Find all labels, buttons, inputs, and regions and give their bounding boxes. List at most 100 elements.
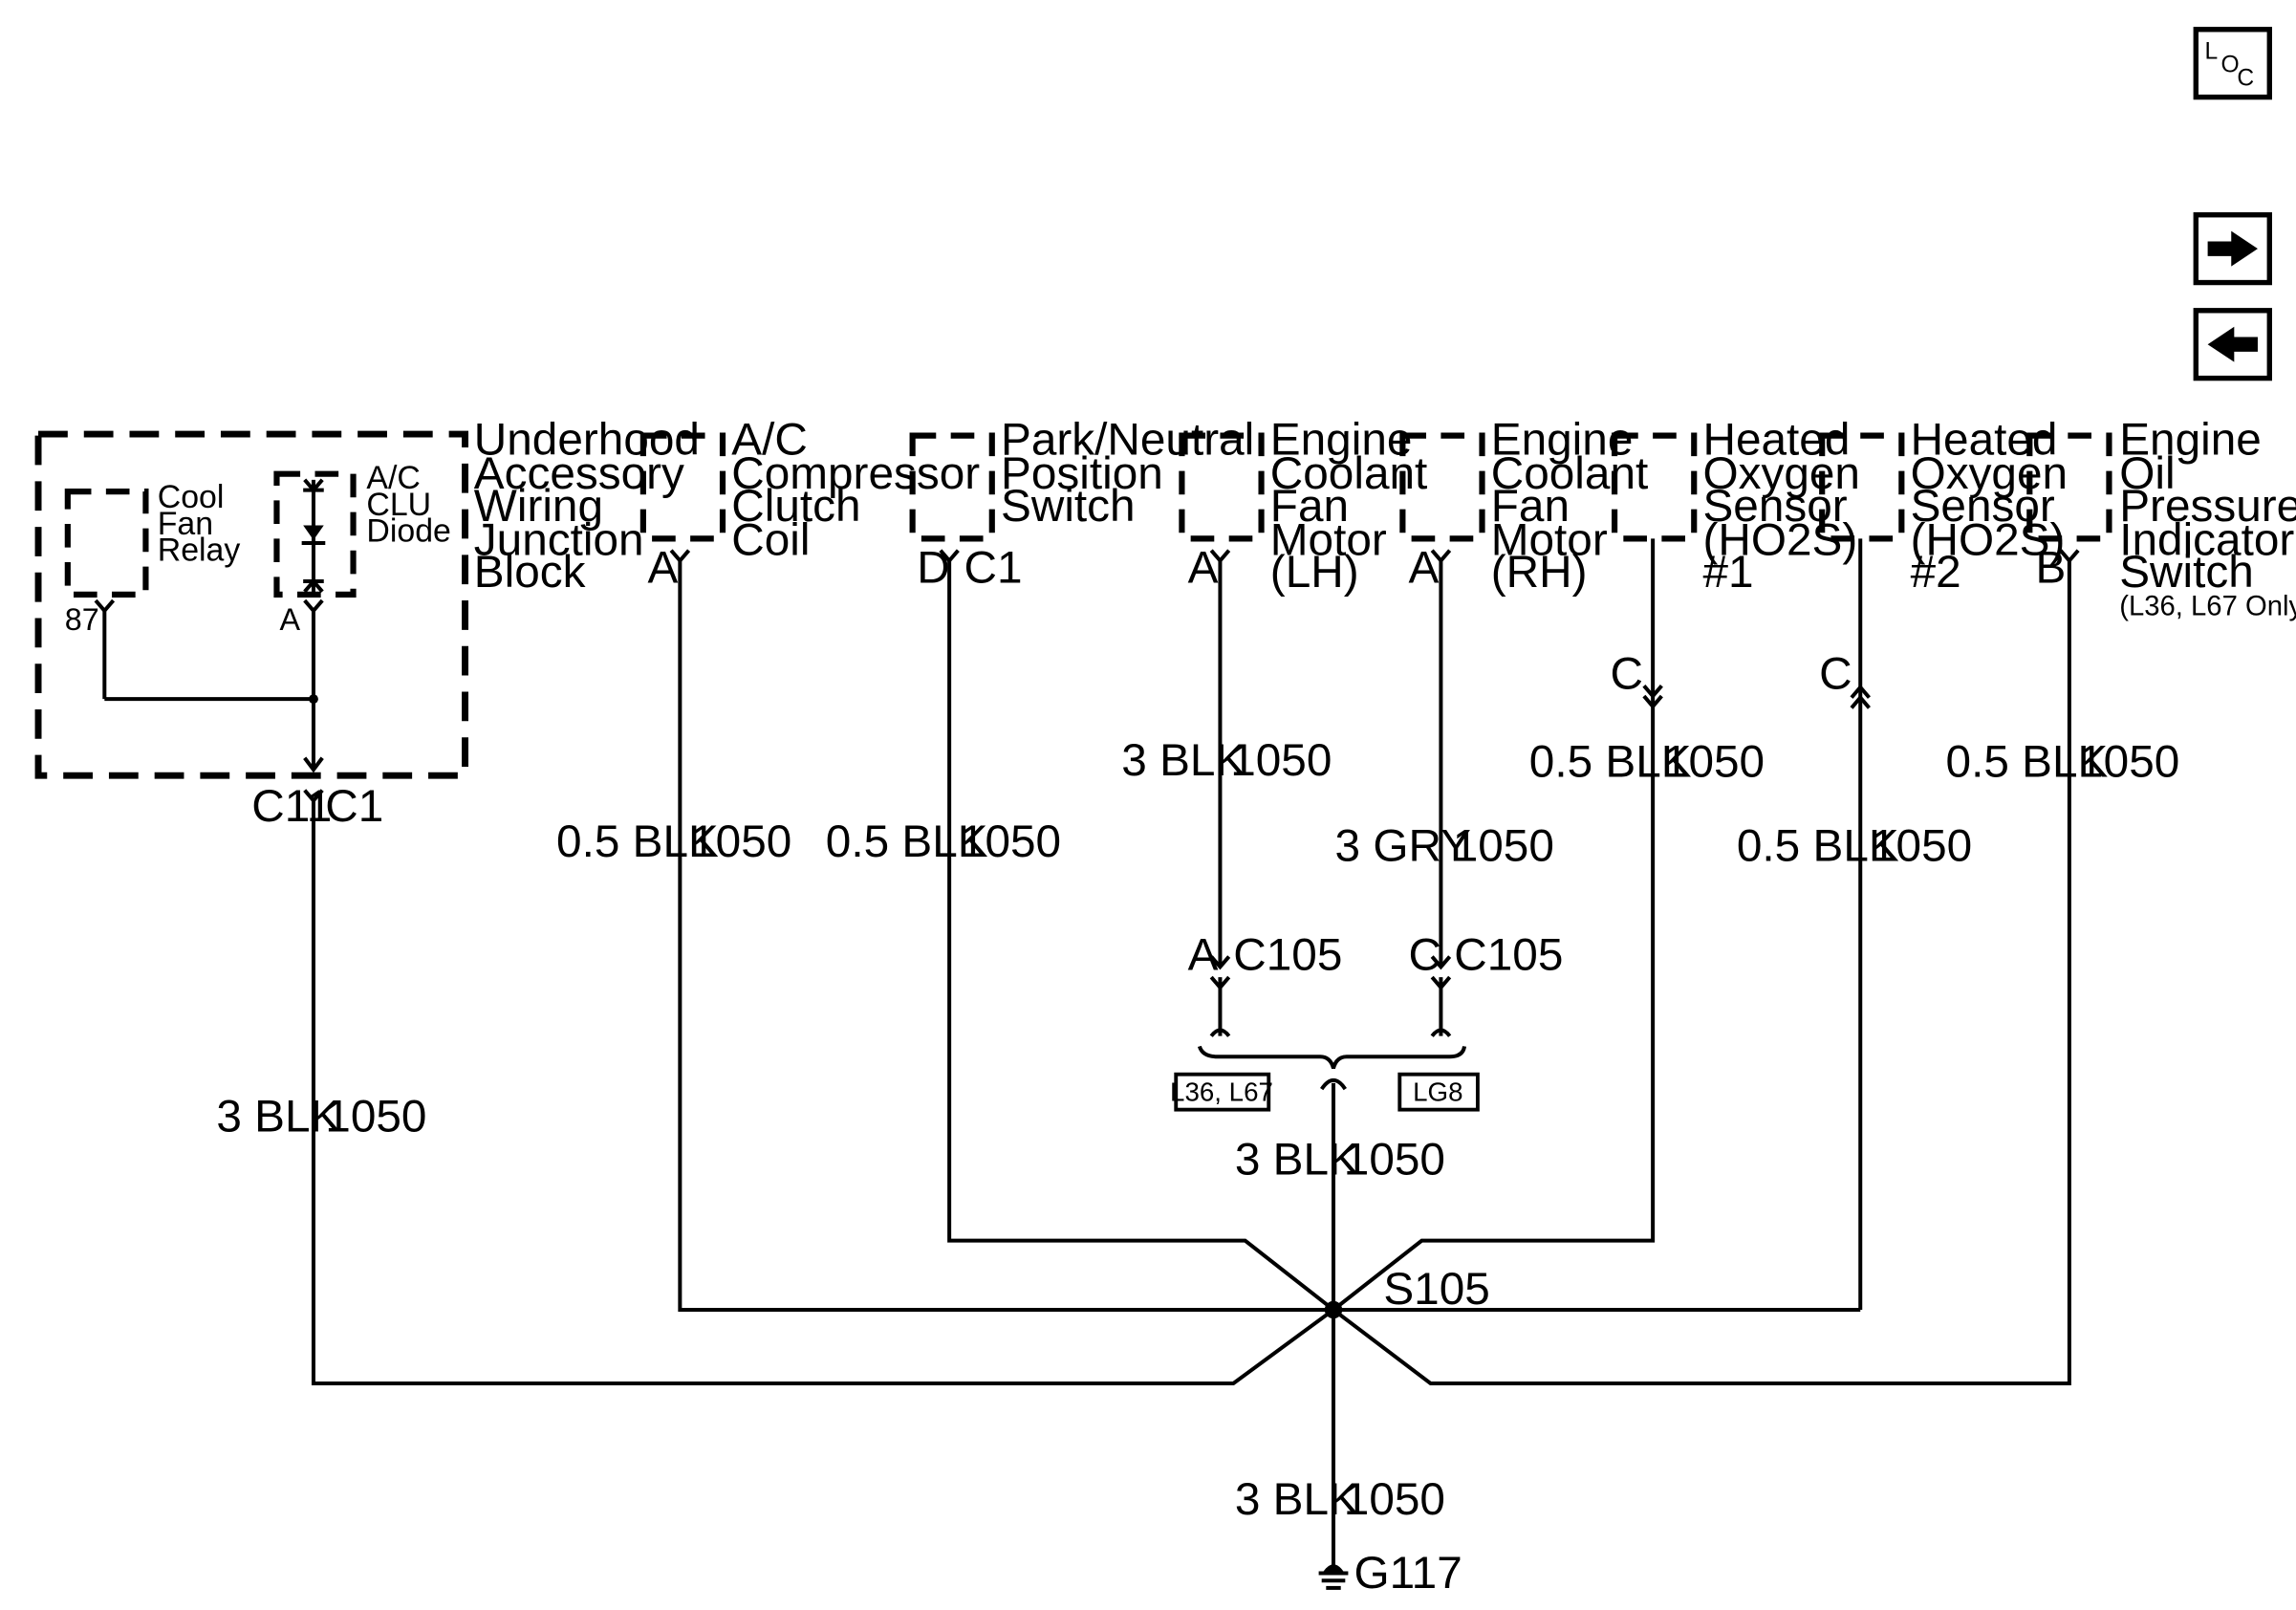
loc-c-text: C <box>2237 65 2254 91</box>
wire-rh-circuit: 1050 <box>1453 820 1554 871</box>
wire-ho2s1-gauge: 0.5 BLK <box>1529 737 1692 788</box>
jb-label-4: Junction <box>474 514 644 565</box>
wire-jb-gauge: 3 BLK <box>216 1092 340 1142</box>
wire-oil-circuit: 1050 <box>2078 737 2179 788</box>
c105-c-name-label: C105 <box>1454 929 1563 980</box>
pin-c1-jb-label: C1 <box>325 781 383 832</box>
lh-label-1: Engine <box>1270 415 1413 466</box>
diode-label-2: CLU <box>366 487 431 523</box>
ac-label-1: A/C <box>731 415 808 466</box>
wire-jb <box>311 800 1335 1385</box>
wire-ho2s2-circuit: 1050 <box>1871 820 1972 871</box>
ho2s1-label-1: Heated <box>1702 415 1850 466</box>
loc-o-text: O <box>2220 52 2239 77</box>
jb-label-3: Wiring <box>474 481 603 532</box>
wire-pn <box>947 560 1335 1312</box>
jb-label-2: Accessory <box>474 448 684 499</box>
pin-c1-pn-label: C1 <box>964 543 1023 594</box>
diode-label-3: Diode <box>366 512 450 549</box>
ground-icon <box>1318 1564 1349 1590</box>
ho2s2-label-2: Oxygen <box>1911 448 2068 499</box>
diode-icon <box>303 525 324 540</box>
loc-button[interactable]: L O C <box>2193 27 2272 100</box>
rh-label-3: Fan <box>1491 481 1570 532</box>
pin-a-rh-label: A <box>1409 543 1440 594</box>
option-badge-right: LG8 <box>1397 1072 1480 1112</box>
oil-label-5: Switch <box>2119 547 2254 598</box>
park-neutral-switch: Park/Neutral Position Switch D C1 <box>909 415 1254 594</box>
oil-label-2: Oil <box>2119 448 2175 499</box>
oil-label-4: Indicator <box>2119 514 2294 565</box>
wire-ac-gauge: 0.5 BLK <box>556 816 719 867</box>
lh-label-3: Fan <box>1270 481 1349 532</box>
next-button[interactable] <box>2193 212 2272 286</box>
wire-ac-circuit: 1050 <box>690 816 791 867</box>
ac-clu-diode <box>273 470 357 598</box>
wire-pn-circuit: 1050 <box>960 816 1061 867</box>
wire-ho2s2-gauge: 0.5 BLK <box>1737 820 1899 871</box>
wire-center-gauge: 3 BLK <box>1235 1134 1359 1185</box>
wire-rh-gauge: 3 GRY <box>1335 820 1471 871</box>
option-left-label: L36, L67 <box>1170 1077 1273 1106</box>
rh-label-4: Motor <box>1491 514 1608 565</box>
jb-label-1: Underhood <box>474 415 700 466</box>
jb-label-5: Block <box>474 547 586 598</box>
lh-label-5: (LH) <box>1270 547 1359 598</box>
wire-pn-gauge: 0.5 BLK <box>826 816 988 867</box>
pin-a-lh-label: A <box>1188 543 1219 594</box>
relay-label-3: Relay <box>158 532 241 568</box>
ho2s1-label-5: #1 <box>1702 547 1753 598</box>
wire-ho2s1-circuit: 1050 <box>1663 737 1765 788</box>
wire-oil <box>1332 560 2071 1385</box>
wire-jb-circuit: 1050 <box>325 1092 426 1142</box>
rh-label-5: (RH) <box>1491 547 1588 598</box>
ground-label: G117 <box>1354 1548 1462 1599</box>
pin-a-diode-label: A <box>280 602 301 637</box>
pin-d-pn-label: D <box>917 543 949 594</box>
oil-label-1: Engine <box>2119 415 2262 466</box>
arrow-right-icon <box>2207 230 2258 267</box>
pin-c11-label: C11 <box>251 781 332 832</box>
cool-fan-relay <box>64 489 149 598</box>
wire-ground-circuit: 1050 <box>1344 1474 1445 1525</box>
loc-l-text: L <box>2205 39 2219 65</box>
ac-label-3: Clutch <box>731 481 860 532</box>
pn-label-3: Switch <box>1001 481 1136 532</box>
lh-label-4: Motor <box>1270 514 1387 565</box>
wire-center-circuit: 1050 <box>1344 1134 1445 1185</box>
splice-label: S105 <box>1383 1264 1489 1315</box>
pin-a-ac-label: A <box>647 543 678 594</box>
ho2s2-label-1: Heated <box>1911 415 2058 466</box>
option-brace <box>1197 1045 1467 1070</box>
wire-lh-circuit: 1050 <box>1230 735 1332 786</box>
pn-label-1: Park/Neutral <box>1001 415 1254 466</box>
c105-a-name-label: C105 <box>1233 929 1342 980</box>
relay-label-2: Fan <box>158 506 213 542</box>
c105-a-pin-label: A <box>1188 929 1219 980</box>
pin-87-label: 87 <box>65 602 99 637</box>
ho2s-1: Heated Oxygen Sensor (HO2S) #1 <box>1612 415 1860 598</box>
previous-button[interactable] <box>2193 308 2272 381</box>
wire-ground-gauge: 3 BLK <box>1235 1474 1359 1525</box>
wire-ac <box>678 560 1334 1312</box>
ac-label-2: Compressor <box>731 448 980 499</box>
pin-b-oil-label: B <box>2035 543 2066 594</box>
arrow-left-icon <box>2207 326 2258 362</box>
pin-c-ho2s1-label: C <box>1610 648 1642 699</box>
fan-motor-rh: Engine Coolant Fan Motor (RH) A <box>1399 415 1649 598</box>
wire-oil-gauge: 0.5 BLK <box>1946 737 2109 788</box>
wire-lh-gauge: 3 BLK <box>1121 735 1245 786</box>
ac-label-4: Coil <box>731 514 810 565</box>
ho2s2-label-5: #2 <box>1911 547 1961 598</box>
pin-c-ho2s2-label: C <box>1819 648 1852 699</box>
oil-label-note: (L36, L67 Only) <box>2119 591 2296 621</box>
rh-label-2: Coolant <box>1491 448 1649 499</box>
option-right-label: LG8 <box>1413 1077 1462 1106</box>
oil-pressure-switch: Engine Oil Pressure Indicator Switch (L3… <box>2026 415 2296 621</box>
relay-label-1: Cool <box>158 479 225 515</box>
ac-compressor-clutch: A/C Compressor Clutch Coil A <box>639 415 980 594</box>
junction-block: Underhood Accessory Wiring Junction Bloc… <box>34 415 700 779</box>
diode-label-1: A/C <box>366 460 420 496</box>
option-badge-left: L36, L67 <box>1170 1072 1273 1112</box>
